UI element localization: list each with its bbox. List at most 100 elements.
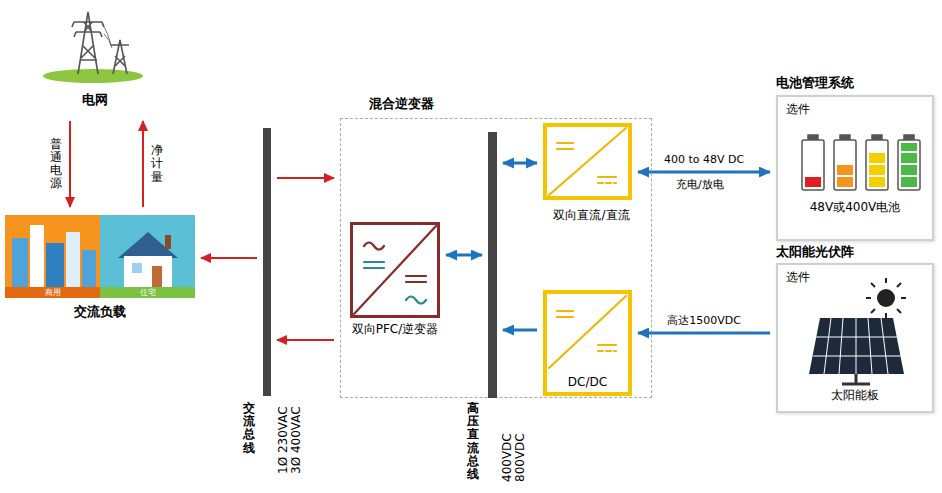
dcdc-symbol bbox=[598, 345, 616, 351]
battery-icons bbox=[802, 140, 824, 190]
ac-load-illustration bbox=[12, 238, 28, 287]
battery-icons bbox=[866, 140, 888, 190]
ac-load-illustration bbox=[46, 243, 64, 287]
flow-arrow bbox=[69, 121, 71, 207]
battery-icons bbox=[869, 177, 885, 187]
battery-icons bbox=[837, 165, 853, 175]
edge-label: 400 to 48V DC bbox=[664, 154, 744, 167]
flow-arrow bbox=[277, 177, 334, 179]
ac-load-illustration bbox=[152, 266, 162, 287]
node-label: 太阳能板 bbox=[778, 389, 932, 403]
hv-dc-bus-bar: 高压直流总线400VDC 800VDC bbox=[488, 132, 497, 398]
solar-panel-icon bbox=[866, 278, 906, 318]
grid-tower-icon bbox=[74, 12, 102, 74]
dcdc-symbol bbox=[549, 296, 626, 368]
ac-load-illustration bbox=[66, 232, 80, 287]
annotation-label: 住宅 bbox=[100, 288, 195, 297]
ac-load-illustration bbox=[118, 232, 178, 258]
node-label: 选件 bbox=[786, 271, 810, 285]
ac-load-illustration bbox=[100, 215, 195, 298]
dcdc-symbol bbox=[549, 128, 626, 195]
ac-load-illustration bbox=[100, 287, 195, 298]
annotation-label: 充电/放电 bbox=[676, 179, 724, 192]
battery-icons bbox=[802, 135, 920, 190]
grid-tower-icon bbox=[43, 12, 143, 83]
node-label: 400VDC 800VDC bbox=[501, 428, 527, 482]
ac-load-illustration bbox=[5, 215, 195, 298]
pfc-inverter-box: 双向PFC/逆变器 bbox=[350, 222, 440, 318]
node-label: 电池管理系统 bbox=[776, 76, 854, 91]
node-label: 1Ø 230VAC 3Ø 400VAC bbox=[277, 402, 303, 474]
inverter-symbol bbox=[354, 226, 436, 314]
ac-load-illustration bbox=[5, 215, 100, 298]
solar-panel-icon bbox=[809, 318, 904, 374]
ac-load-illustration bbox=[132, 263, 142, 273]
inverter-symbol bbox=[406, 276, 426, 282]
battery-panel: 电池管理系统选件48V或400V电池 bbox=[776, 95, 934, 241]
ac-load-illustration bbox=[30, 225, 44, 287]
flow-arrow bbox=[142, 121, 144, 207]
battery-icons bbox=[901, 165, 917, 175]
node-label: 选件 bbox=[786, 103, 810, 117]
battery-icons bbox=[901, 177, 917, 187]
battery-icons bbox=[901, 153, 917, 163]
node-label: 电网 bbox=[40, 93, 150, 108]
battery-icons bbox=[837, 177, 853, 187]
solar-panel-icon bbox=[877, 289, 895, 307]
battery-icons bbox=[869, 153, 885, 163]
edge-label: 普通电源 bbox=[50, 138, 62, 191]
node-label: DC/DC bbox=[547, 376, 628, 390]
inverter-symbol bbox=[354, 226, 436, 314]
edge-label: 净计量 bbox=[151, 144, 163, 184]
flow-arrow bbox=[503, 329, 537, 332]
node-label: 混合逆变器 bbox=[369, 97, 434, 112]
node-label: 交流负载 bbox=[5, 305, 195, 320]
grid-tower-icon bbox=[43, 69, 143, 83]
dcdc-symbol bbox=[557, 143, 573, 149]
battery-icons bbox=[869, 165, 885, 175]
dcdc-symbol bbox=[549, 128, 626, 195]
flow-arrow bbox=[201, 257, 257, 259]
node-label: 高压直流总线 bbox=[467, 402, 479, 481]
ac-load-illustration bbox=[82, 250, 96, 287]
solar-panel-box: 太阳能光伏阵选件太阳能板 bbox=[776, 263, 934, 413]
battery-icons bbox=[805, 177, 821, 187]
inverter-symbol bbox=[364, 243, 384, 250]
annotation-label: 商用 bbox=[5, 288, 100, 297]
solar-panel-icon bbox=[813, 318, 901, 374]
node-label: 双向直流/直流 bbox=[535, 209, 648, 223]
ac-load-illustration bbox=[165, 235, 171, 249]
ac-load-illustration bbox=[5, 287, 100, 298]
flow-arrow bbox=[277, 339, 334, 341]
battery-icons bbox=[901, 143, 917, 151]
battery-icons bbox=[898, 140, 920, 190]
node-label: 太阳能光伏阵 bbox=[776, 245, 854, 260]
dcdc-box: DC/DC bbox=[543, 290, 632, 396]
solar-panel-icon bbox=[842, 374, 870, 384]
ac-load-illustration bbox=[124, 256, 172, 287]
grid-tower-icon bbox=[111, 40, 129, 74]
inverter-symbol bbox=[406, 297, 426, 304]
dcdc-symbol bbox=[557, 311, 573, 317]
flow-arrow bbox=[446, 254, 482, 257]
bidirectional-dcdc-box: 双向直流/直流 bbox=[543, 123, 632, 200]
edge-label: 高达1500VDC bbox=[667, 315, 741, 328]
flow-arrow bbox=[638, 332, 770, 335]
grid-tower-icon bbox=[72, 22, 104, 37]
grid-node: 电网 bbox=[40, 5, 150, 115]
solar-panel-icon bbox=[809, 278, 906, 384]
flow-arrow bbox=[503, 162, 537, 165]
dcdc-symbol bbox=[598, 177, 616, 183]
ac-load-node: 交流负载 bbox=[5, 213, 195, 325]
ac-bus-bar: 交流总线1Ø 230VAC 3Ø 400VAC bbox=[263, 128, 271, 396]
node-label: 双向PFC/逆变器 bbox=[345, 323, 445, 337]
dcdc-symbol bbox=[549, 296, 626, 368]
node-label: 48V或400V电池 bbox=[778, 201, 932, 215]
grid-tower-icon bbox=[102, 24, 112, 48]
hybrid-inverter-frame: 混合逆变器双向PFC/逆变器高压直流总线400VDC 800VDC双向直流/直流… bbox=[340, 118, 652, 398]
battery-icons bbox=[834, 140, 856, 190]
node-label: 交流总线 bbox=[243, 402, 255, 455]
flow-arrow bbox=[638, 171, 770, 174]
inverter-symbol bbox=[364, 262, 384, 268]
